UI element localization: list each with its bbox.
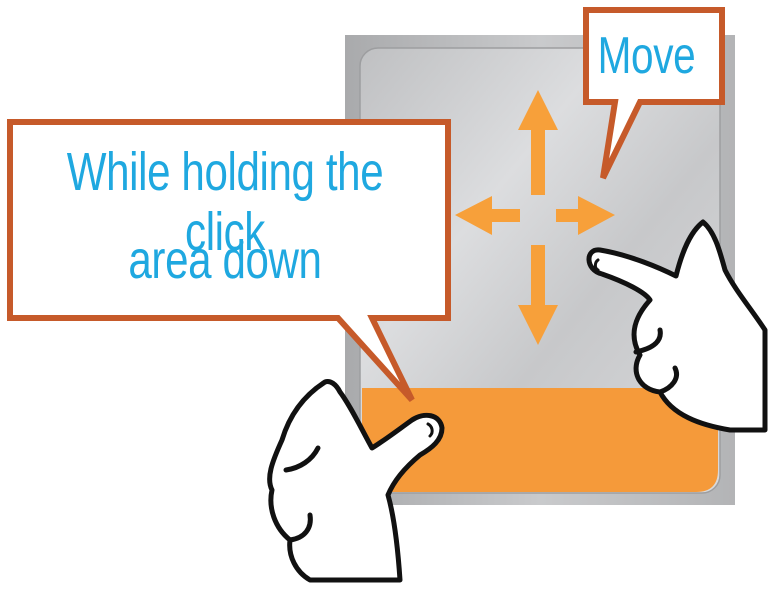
hold-label-line2: area down <box>50 230 401 290</box>
move-label: Move <box>598 26 688 86</box>
